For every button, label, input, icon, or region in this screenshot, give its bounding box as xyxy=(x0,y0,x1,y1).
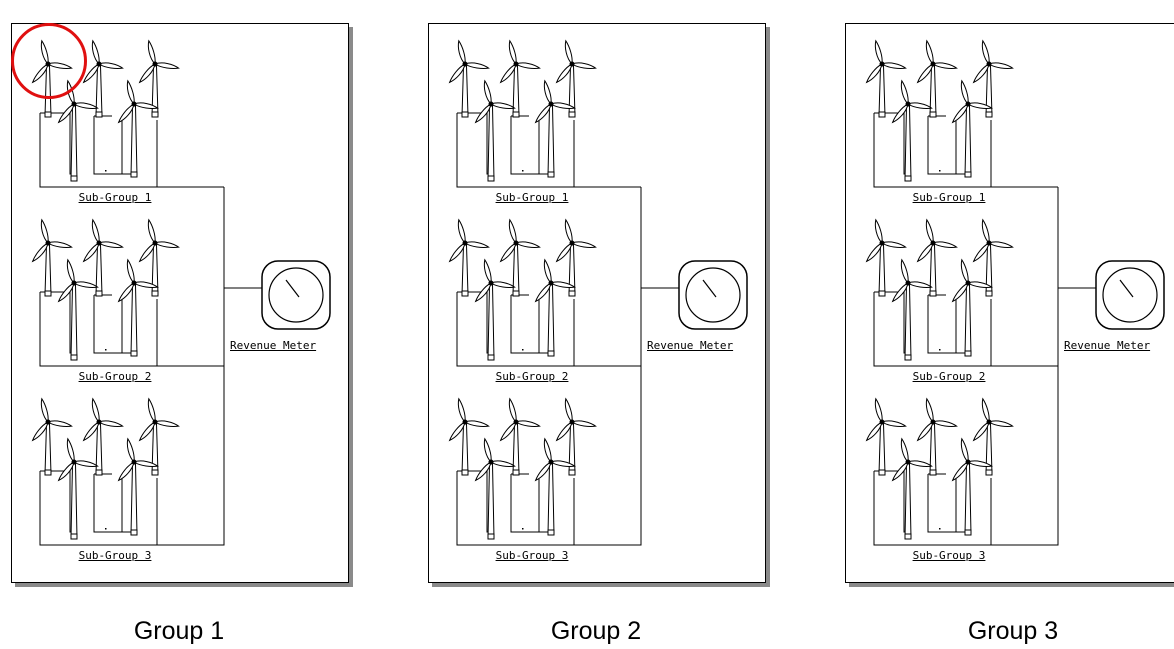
wind-turbine-icon xyxy=(57,258,99,361)
wind-turbine-icon xyxy=(31,218,73,297)
wind-turbine-icon xyxy=(865,218,907,297)
wind-turbine-icon xyxy=(474,258,516,361)
wind-turbine-icon xyxy=(138,218,180,297)
wind-turbine-icon xyxy=(57,79,99,182)
group-panel-1: Sub-Group 1 Sub-Group 2 Sub-Group 3 Reve… xyxy=(11,23,349,583)
wind-turbine-icon xyxy=(916,397,958,476)
group-3-diagram xyxy=(865,39,1165,546)
wind-turbine-icon xyxy=(865,397,907,476)
wind-turbine-icon xyxy=(117,437,159,536)
wind-turbine-icon xyxy=(891,79,933,182)
group-caption-2: Group 2 xyxy=(550,617,642,645)
wind-turbine-icon xyxy=(891,437,933,540)
wind-turbine-icon xyxy=(951,79,993,178)
group-2-diagram xyxy=(448,39,748,546)
revenue-meter-label: Revenue Meter xyxy=(647,339,734,352)
wind-turbine-icon xyxy=(117,79,159,178)
wind-turbine-icon xyxy=(972,39,1014,118)
wind-turbine-icon xyxy=(951,258,993,357)
wind-turbine-icon xyxy=(448,39,490,118)
wind-turbine-icon xyxy=(916,218,958,297)
subgroup-label: Sub-Group 2 xyxy=(495,370,569,383)
wind-turbine-icon xyxy=(57,437,99,540)
revenue-meter-icon xyxy=(261,260,331,330)
wind-turbine-icon xyxy=(499,397,541,476)
subgroup-label: Sub-Group 3 xyxy=(495,549,569,562)
subgroup-diagram xyxy=(456,291,641,367)
wind-turbine-icon xyxy=(82,218,124,297)
revenue-meter-icon xyxy=(678,260,748,330)
wind-turbine-icon xyxy=(865,39,907,118)
group-panel-3: Sub-Group 1 Sub-Group 2 Sub-Group 3 Reve… xyxy=(845,23,1174,583)
wind-turbine-icon xyxy=(138,397,180,476)
wind-turbine-icon xyxy=(891,258,933,361)
wind-turbine-icon xyxy=(972,218,1014,297)
group-1-diagram xyxy=(31,39,331,546)
group-caption-1: Group 1 xyxy=(133,617,225,645)
revenue-meter-icon xyxy=(1095,260,1165,330)
wind-turbine-icon xyxy=(534,258,576,357)
subgroup-label: Sub-Group 1 xyxy=(78,191,152,204)
wind-turbine-icon xyxy=(82,39,124,118)
subgroup-label: Sub-Group 3 xyxy=(78,549,152,562)
wind-turbine-icon xyxy=(972,397,1014,476)
group-caption-3: Group 3 xyxy=(967,617,1059,645)
wind-turbine-icon xyxy=(534,79,576,178)
revenue-meter-label: Revenue Meter xyxy=(1064,339,1151,352)
wind-turbine-icon xyxy=(555,397,597,476)
wind-turbine-icon xyxy=(117,258,159,357)
revenue-meter-label: Revenue Meter xyxy=(230,339,317,352)
highlight-circle xyxy=(11,23,87,99)
group-panel-2: Sub-Group 1 Sub-Group 2 Sub-Group 3 Reve… xyxy=(428,23,766,583)
wind-turbine-icon xyxy=(448,397,490,476)
wind-turbine-icon xyxy=(448,218,490,297)
subgroup-label: Sub-Group 3 xyxy=(912,549,986,562)
wind-turbine-icon xyxy=(916,39,958,118)
wind-turbine-icon xyxy=(951,437,993,536)
wind-turbine-icon xyxy=(555,218,597,297)
wind-turbine-icon xyxy=(31,397,73,476)
subgroup-label: Sub-Group 2 xyxy=(78,370,152,383)
wind-turbine-icon xyxy=(534,437,576,536)
wind-turbine-icon xyxy=(555,39,597,118)
subgroup-label: Sub-Group 1 xyxy=(495,191,569,204)
subgroup-label: Sub-Group 1 xyxy=(912,191,986,204)
wind-turbine-icon xyxy=(474,79,516,182)
wind-turbine-icon xyxy=(138,39,180,118)
subgroup-diagram xyxy=(456,112,641,188)
wind-turbine-icon xyxy=(499,39,541,118)
wind-turbine-icon xyxy=(474,437,516,540)
wind-turbine-icon xyxy=(499,218,541,297)
subgroup-label: Sub-Group 2 xyxy=(912,370,986,383)
wind-turbine-icon xyxy=(82,397,124,476)
